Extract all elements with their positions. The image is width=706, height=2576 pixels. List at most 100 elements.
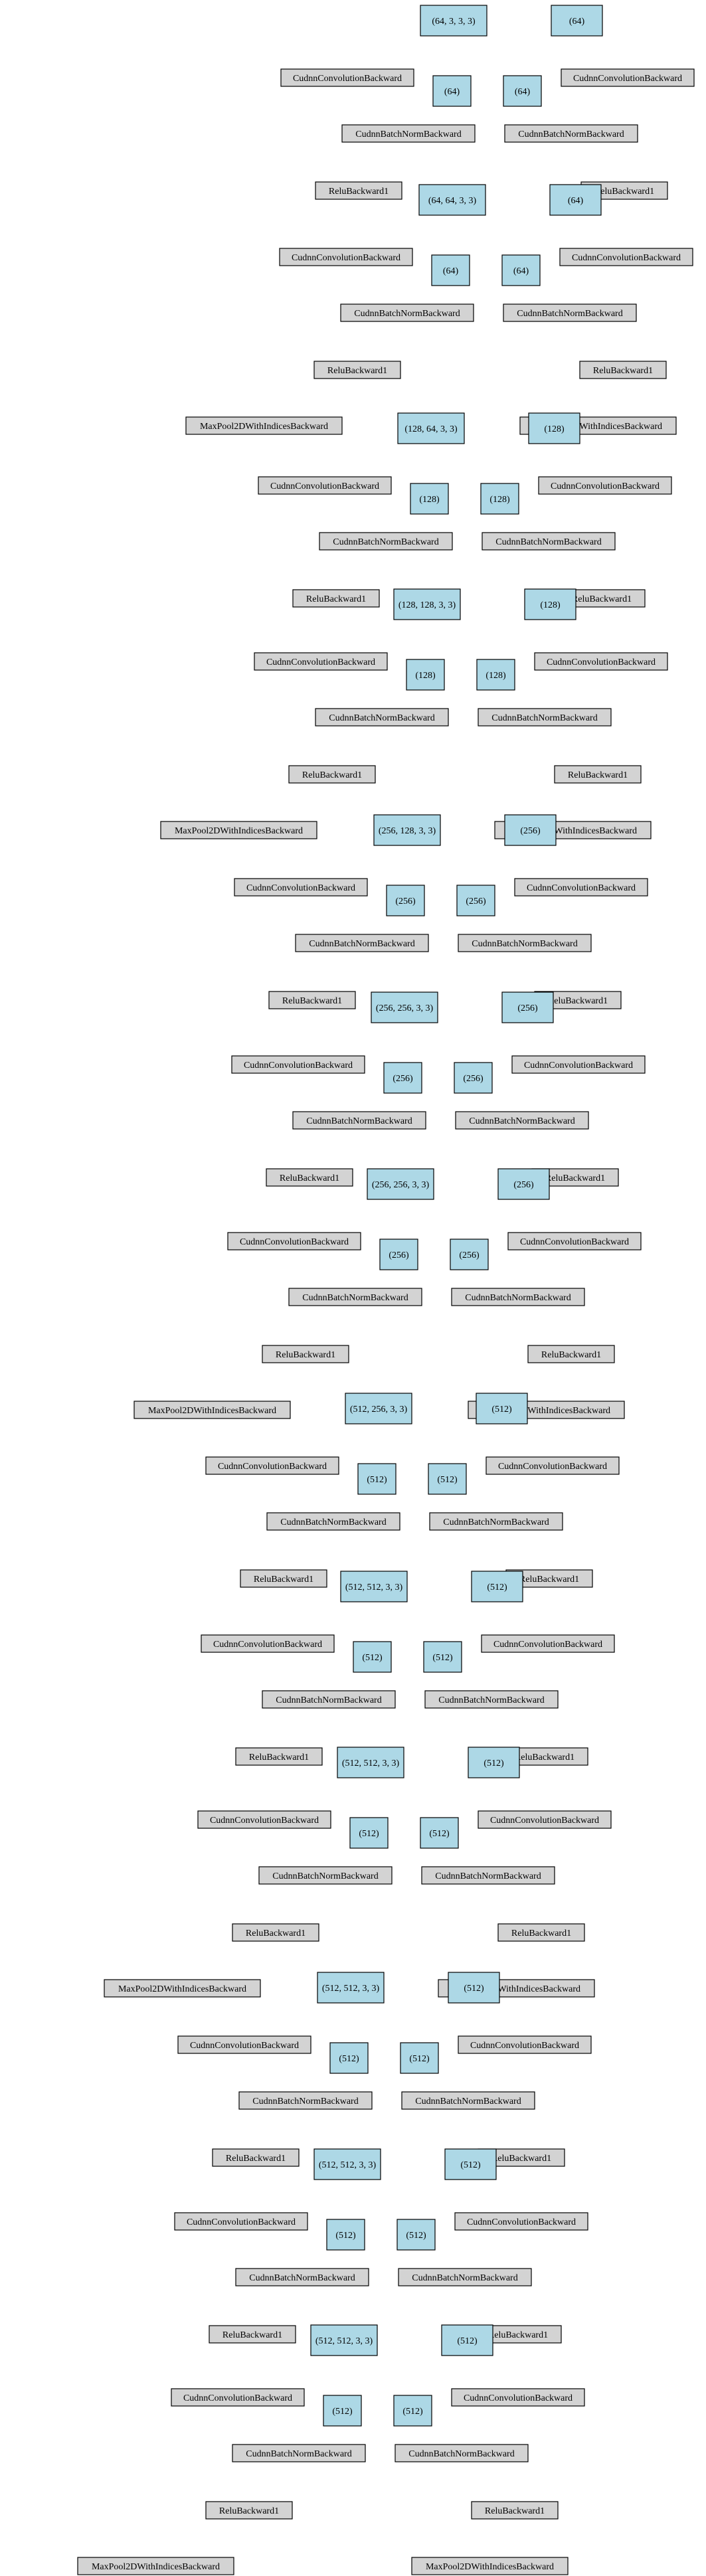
bias-param-9-box bbox=[471, 1571, 523, 1602]
relu-left-7-label: ReluBackward1 bbox=[276, 1350, 335, 1360]
conv-right-3-label: CudnnConvolutionBackward bbox=[551, 481, 660, 491]
relu-left-7-box bbox=[262, 1345, 349, 1363]
maxpool-left-4-box bbox=[160, 821, 317, 839]
relu-left-10-box bbox=[232, 1923, 319, 1942]
edge-in-right-11 bbox=[517, 1997, 525, 2036]
relu-right-4: ReluBackward1 bbox=[554, 765, 642, 784]
conv-right-9: CudnnConvolutionBackward bbox=[481, 1634, 615, 1653]
gamma-param-9-label: (512) bbox=[362, 1653, 383, 1663]
conv-left-6-box bbox=[231, 1055, 365, 1074]
maxpool-left-7-label: MaxPool2DWithIndicesBackward bbox=[148, 1406, 276, 1416]
edge-convL-bnL-7 bbox=[294, 1250, 355, 1288]
bias-param-7-label: (256) bbox=[513, 1180, 534, 1190]
edge-convL-bnL-10 bbox=[264, 1828, 325, 1867]
conv-right-10-label: CudnnConvolutionBackward bbox=[490, 1816, 599, 1826]
edge-gamma-bnR-11 bbox=[349, 2073, 469, 2092]
edge-beta-bnR-9 bbox=[443, 1672, 492, 1691]
beta-param-12-box bbox=[397, 2219, 436, 2251]
bias-param-11: (512) bbox=[448, 1972, 500, 2004]
edge-bnL-reluL-2 bbox=[357, 321, 407, 361]
edge-weight-convR-5 bbox=[407, 845, 581, 879]
gamma-param-5-box bbox=[386, 885, 425, 916]
weight-param-3-box bbox=[397, 412, 465, 444]
batchnorm-left-6-box bbox=[292, 1111, 426, 1130]
relu-left-6-label: ReluBackward1 bbox=[280, 1173, 339, 1183]
relu-left-3: ReluBackward1 bbox=[292, 589, 380, 608]
maxpool-left-7-box bbox=[133, 1401, 291, 1419]
edge-convL-bnL-6 bbox=[298, 1073, 359, 1112]
gamma-param-12-label: (512) bbox=[335, 2231, 356, 2241]
edge-beta-bnL-6 bbox=[359, 1093, 474, 1112]
edge-beta-bnL-4 bbox=[382, 690, 496, 709]
conv-left-12: CudnnConvolutionBackward bbox=[174, 2212, 308, 2231]
conv-left-10: CudnnConvolutionBackward bbox=[197, 1810, 331, 1829]
beta-param-7-box bbox=[450, 1239, 489, 1270]
bias-param-4-box bbox=[524, 588, 576, 620]
weight-param-6: (256, 256, 3, 3) bbox=[371, 991, 438, 1023]
edge-beta-bnL-5 bbox=[362, 916, 476, 934]
weight-param-10: (512, 512, 3, 3) bbox=[337, 1747, 404, 1778]
edge-gamma-bnR-8 bbox=[377, 1494, 497, 1513]
edge-gamma-bnR-10 bbox=[369, 1848, 489, 1867]
conv-left-1-label: CudnnConvolutionBackward bbox=[293, 74, 402, 84]
batchnorm-left-12-box bbox=[235, 2268, 369, 2286]
bias-param-6-box bbox=[501, 991, 554, 1023]
edge-bias-convR-9 bbox=[497, 1602, 549, 1635]
weight-param-11-label: (512, 512, 3, 3) bbox=[322, 1984, 380, 1994]
conv-left-13: CudnnConvolutionBackward bbox=[171, 2388, 305, 2407]
edge-gamma-bnR-5 bbox=[406, 916, 525, 934]
edge-beta-bnL-2 bbox=[407, 286, 521, 304]
edge-bias-convL-6 bbox=[298, 1023, 528, 1056]
batchnorm-right-2-box bbox=[503, 303, 637, 322]
gamma-param-11-label: (512) bbox=[339, 2054, 359, 2064]
batchnorm-right-10: CudnnBatchNormBackward bbox=[421, 1866, 555, 1885]
edge-in-right-2 bbox=[624, 199, 626, 248]
maxpool-right-13: MaxPool2DWithIndicesBackward bbox=[411, 2557, 569, 2575]
batchnorm-left-6-label: CudnnBatchNormBackward bbox=[306, 1116, 412, 1126]
gamma-param-3-label: (128) bbox=[419, 495, 440, 505]
batchnorm-left-6: CudnnBatchNormBackward bbox=[292, 1111, 426, 1130]
conv-right-8-label: CudnnConvolutionBackward bbox=[498, 1462, 607, 1472]
batchnorm-right-11: CudnnBatchNormBackward bbox=[401, 2091, 535, 2110]
batchnorm-right-3-label: CudnnBatchNormBackward bbox=[495, 537, 601, 547]
edge-beta-bnL-1 bbox=[408, 106, 523, 125]
batchnorm-left-11: CudnnBatchNormBackward bbox=[238, 2091, 373, 2110]
beta-param-13-label: (512) bbox=[402, 2407, 423, 2417]
beta-param-3: (128) bbox=[480, 483, 519, 515]
relu-left-11-label: ReluBackward1 bbox=[226, 2154, 286, 2164]
relu-right-7: ReluBackward1 bbox=[527, 1345, 615, 1363]
batchnorm-right-4-label: CudnnBatchNormBackward bbox=[491, 713, 597, 723]
beta-param-2-label: (64) bbox=[513, 266, 529, 276]
conv-right-10: CudnnConvolutionBackward bbox=[478, 1810, 612, 1829]
relu-left-1: ReluBackward1 bbox=[315, 181, 402, 200]
conv-right-11: CudnnConvolutionBackward bbox=[458, 2035, 592, 2054]
beta-param-7: (256) bbox=[450, 1239, 489, 1270]
edge-bias-convR-6 bbox=[528, 1023, 579, 1056]
conv-right-2-label: CudnnConvolutionBackward bbox=[572, 253, 681, 263]
edge-bnR-reluR-12 bbox=[465, 2286, 518, 2326]
edge-beta-bnR-12 bbox=[416, 2250, 466, 2269]
relu-right-10-label: ReluBackward1 bbox=[511, 1929, 571, 1938]
relu-right-2: ReluBackward1 bbox=[579, 361, 667, 379]
relu-right-5-label: ReluBackward1 bbox=[548, 996, 608, 1006]
beta-param-8-label: (512) bbox=[437, 1475, 458, 1485]
edge-convR-bnR-7 bbox=[518, 1250, 574, 1288]
gamma-param-1-label: (64) bbox=[444, 87, 460, 97]
edge-convR-bnR-10 bbox=[488, 1828, 545, 1867]
batchnorm-right-1: CudnnBatchNormBackward bbox=[504, 124, 638, 143]
beta-param-5-label: (256) bbox=[466, 897, 486, 906]
batchnorm-right-6-label: CudnnBatchNormBackward bbox=[469, 1116, 574, 1126]
conv-right-9-box bbox=[481, 1634, 615, 1653]
batchnorm-right-12-box bbox=[398, 2268, 532, 2286]
conv-right-8-box bbox=[485, 1456, 620, 1475]
conv-left-6-label: CudnnConvolutionBackward bbox=[244, 1061, 353, 1071]
relu-right-2-label: ReluBackward1 bbox=[593, 366, 653, 376]
weight-param-10-box bbox=[337, 1747, 404, 1778]
conv-right-13: CudnnConvolutionBackward bbox=[451, 2388, 585, 2407]
gamma-param-12-box bbox=[326, 2219, 365, 2251]
weight-param-7-label: (256, 256, 3, 3) bbox=[372, 1180, 430, 1190]
relu-left-5-box bbox=[268, 991, 356, 1009]
relu-right-7-label: ReluBackward1 bbox=[541, 1350, 601, 1360]
relu-left-8: ReluBackward1 bbox=[240, 1569, 327, 1588]
edge-weight-convR-13 bbox=[344, 2356, 518, 2389]
